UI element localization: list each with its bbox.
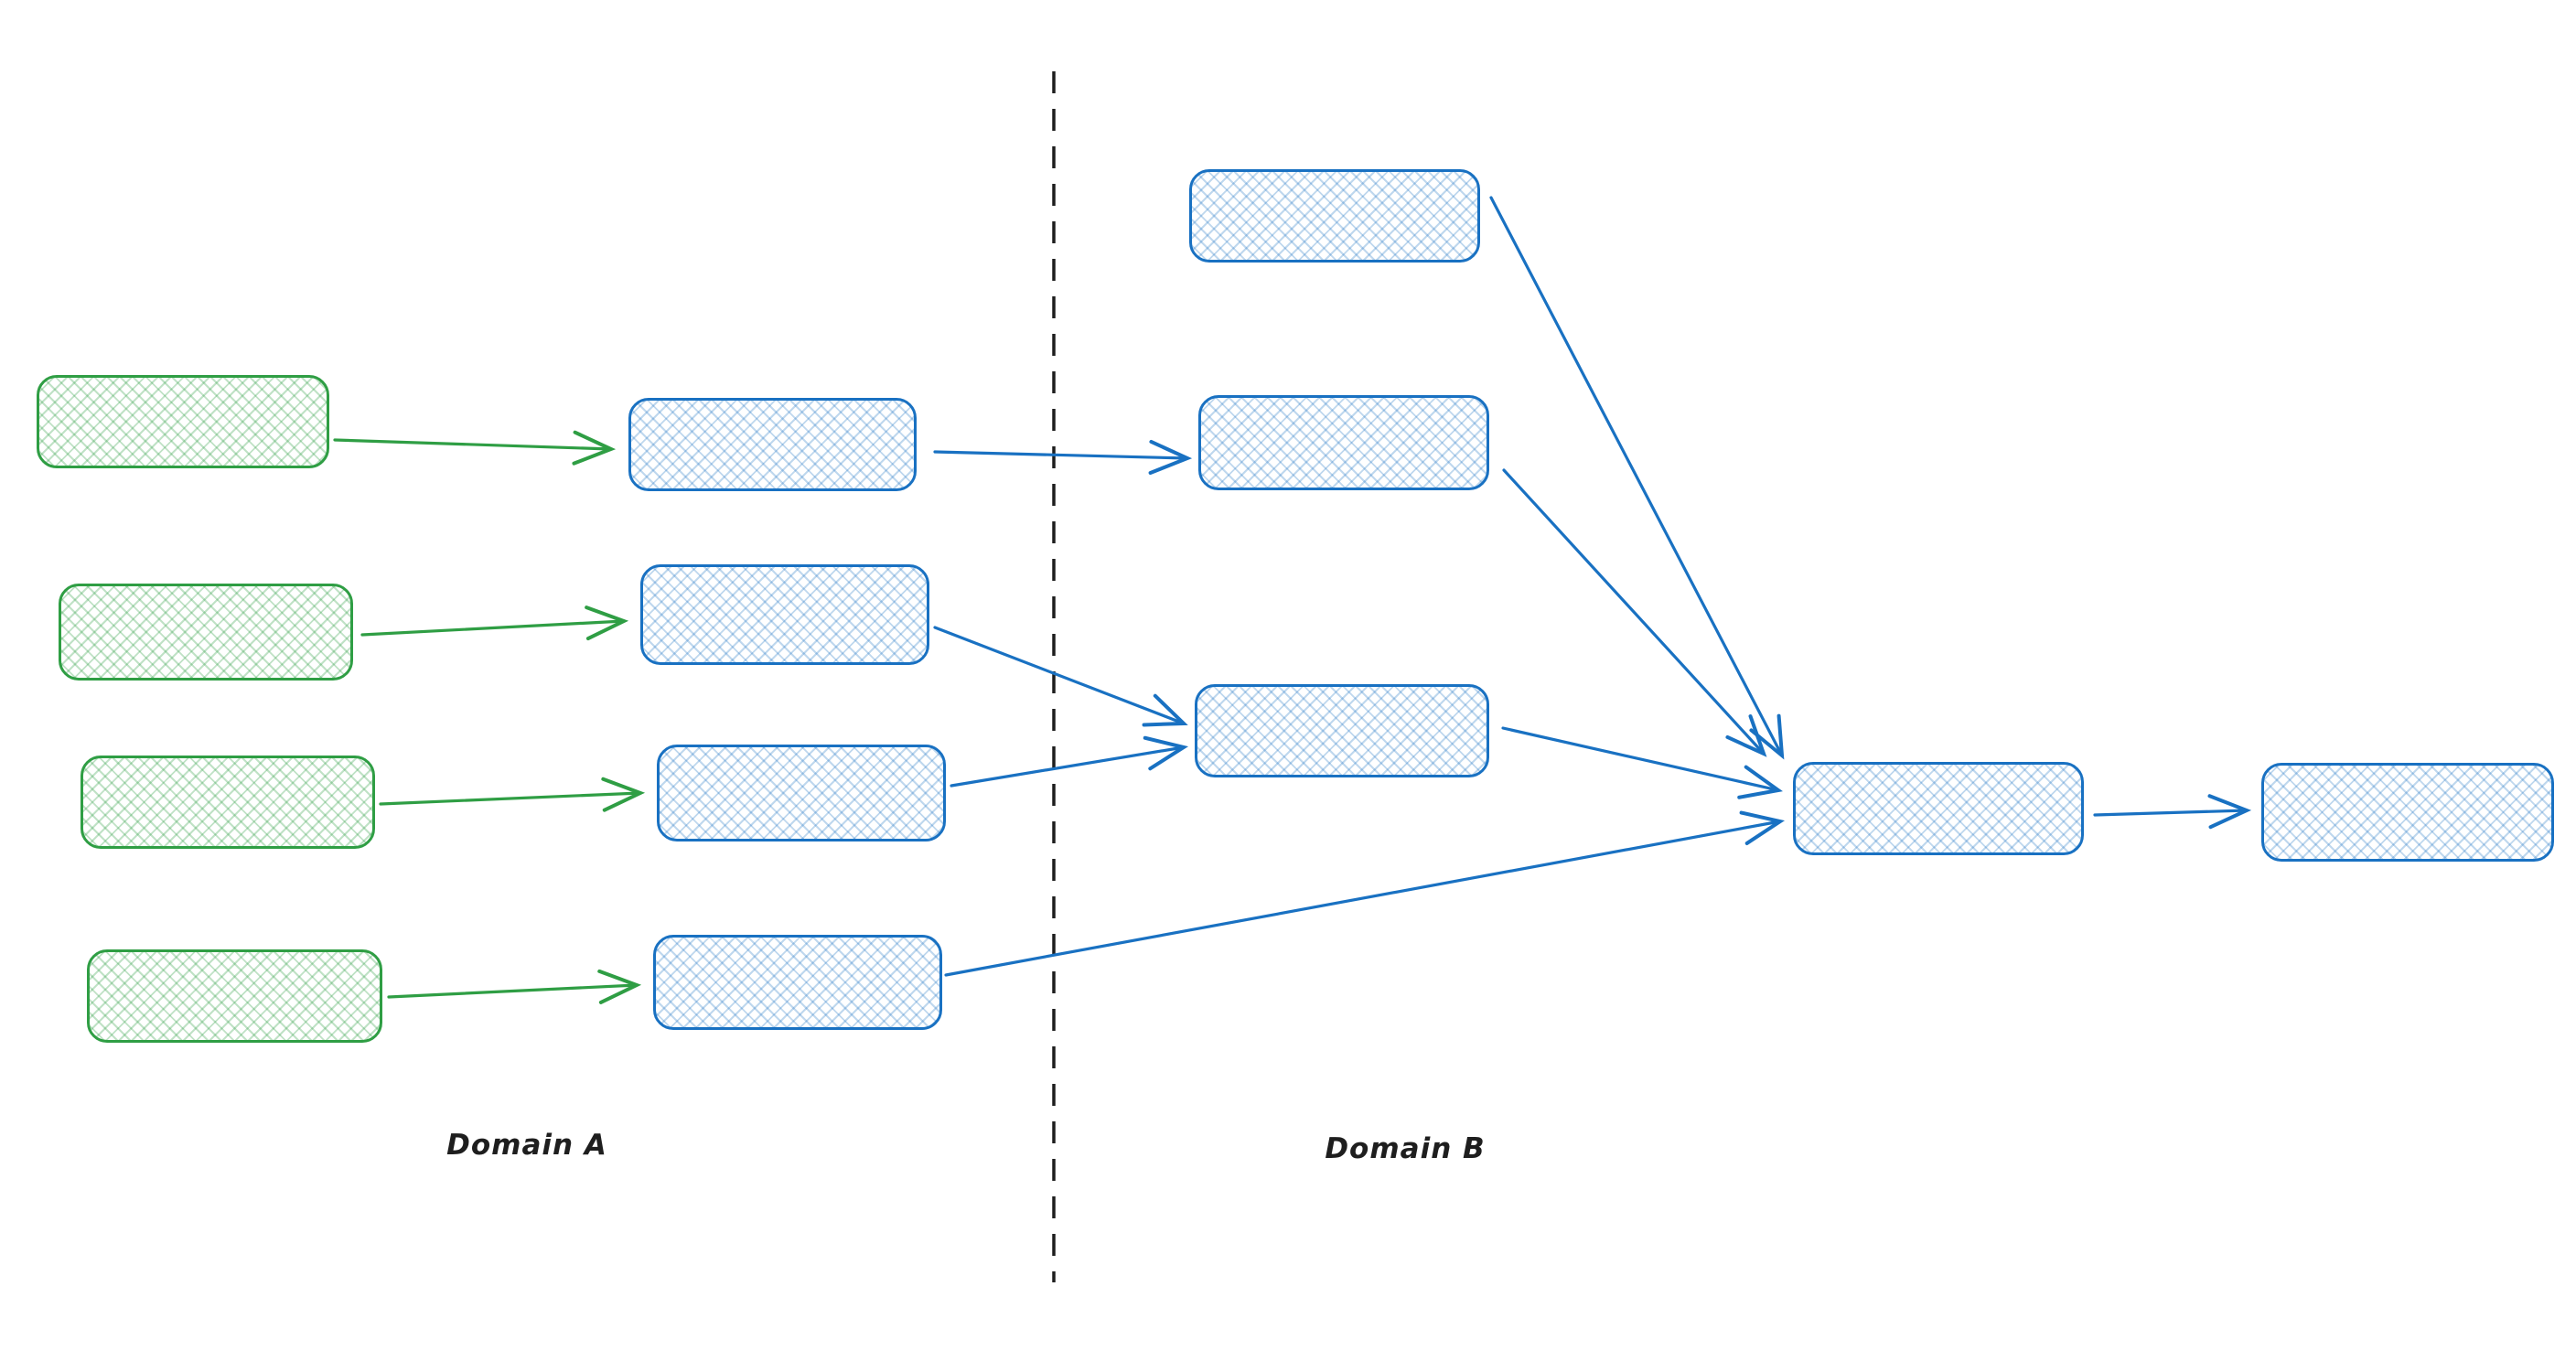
node-blue-final[interactable] (2261, 763, 2554, 862)
node-green-3[interactable] (80, 756, 375, 849)
node-green-4[interactable] (87, 949, 382, 1043)
edge-hub-to-final (2093, 794, 2252, 830)
edge-green1-to-a1 (333, 430, 617, 466)
node-blue-hub[interactable] (1793, 762, 2084, 855)
edge-green3-to-a3 (379, 777, 646, 812)
node-blue-b2[interactable] (1198, 395, 1489, 490)
node-blue-b3[interactable] (1195, 684, 1489, 777)
edge-green2-to-a2 (360, 606, 629, 641)
edge-a2-to-b3 (933, 626, 1188, 727)
edge-green4-to-a4 (387, 969, 642, 1004)
node-blue-a2[interactable] (640, 564, 929, 665)
node-blue-a3[interactable] (657, 745, 946, 841)
domain-b-label: Domain B (1325, 1132, 1486, 1165)
node-green-1[interactable] (37, 375, 329, 468)
node-blue-a1[interactable] (628, 398, 917, 491)
edge-a1-to-b2 (933, 439, 1193, 475)
node-blue-a4[interactable] (653, 935, 942, 1030)
node-green-2[interactable] (59, 584, 353, 681)
edge-b3-to-hub (1501, 726, 1783, 799)
node-blue-b1[interactable] (1189, 169, 1480, 263)
edge-a3-to-b3 (950, 735, 1189, 788)
domain-a-label: Domain A (446, 1129, 607, 1162)
edge-b1-to-hub (1489, 196, 1785, 760)
edge-a4-to-hub (944, 810, 1786, 977)
edge-b2-to-hub (1502, 468, 1767, 757)
